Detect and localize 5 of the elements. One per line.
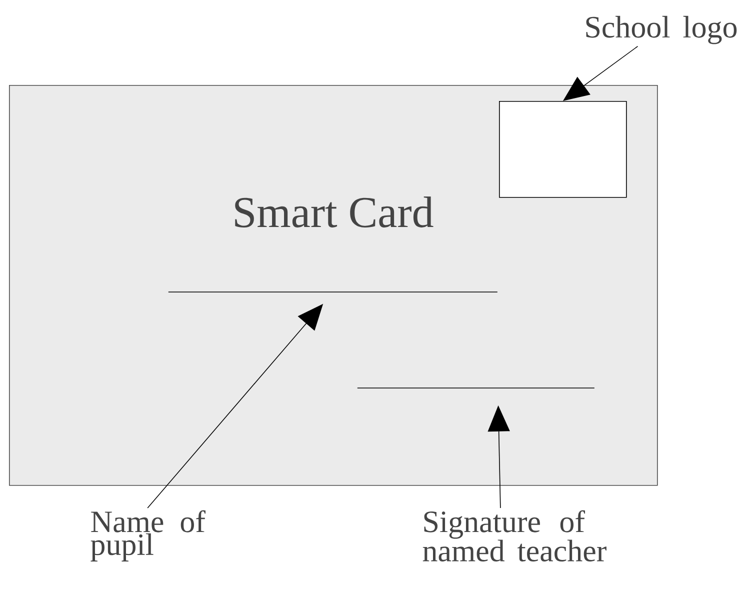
callout-label: Name of pupil bbox=[90, 510, 206, 562]
empty-frame bbox=[499, 101, 627, 198]
callout-label: Signature of named teacher bbox=[422, 510, 606, 562]
callout-label: School logo bbox=[586, 16, 737, 44]
card-title: Smart Card bbox=[235, 196, 434, 228]
